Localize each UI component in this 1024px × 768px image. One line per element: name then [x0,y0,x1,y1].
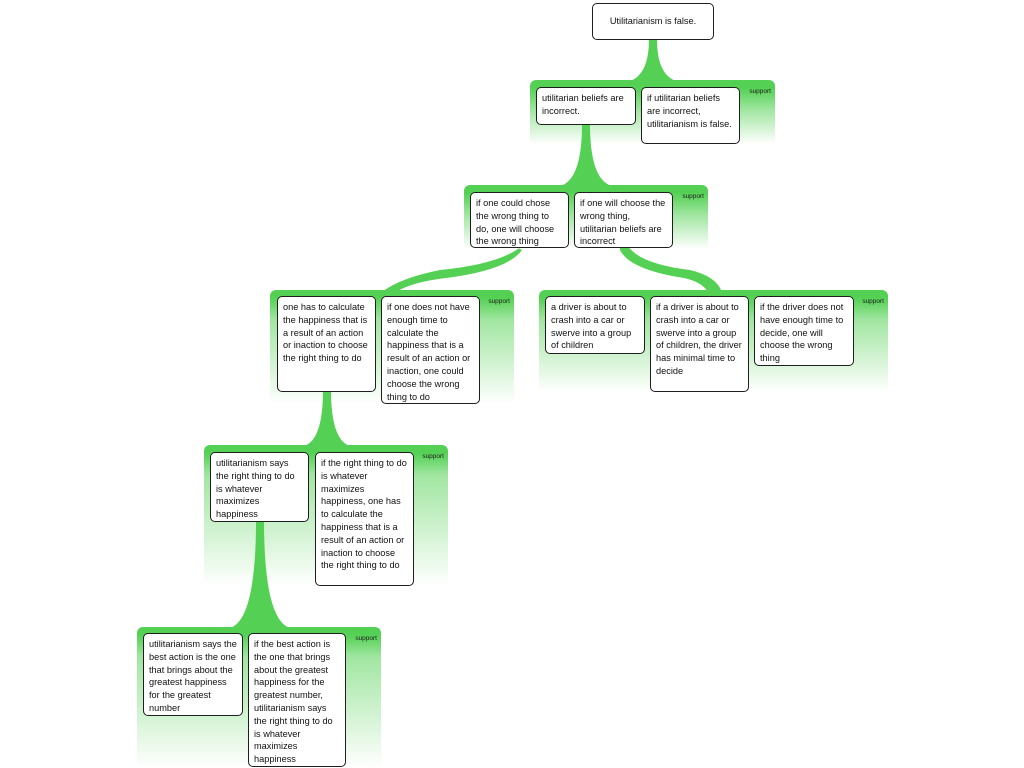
support-label: support [862,298,884,305]
support-label: support [682,193,704,200]
support-label: support [355,635,377,642]
claim-not-enough-time-to-calculate[interactable]: if one does not have enough time to calc… [381,296,480,404]
connector-group-2-to-group-3 [382,246,522,292]
claim-if-beliefs-incorrect-then-false[interactable]: if utilitarian beliefs are incorrect, ut… [641,87,740,144]
connector-group-1-to-group-2 [560,124,612,186]
claim-utilitarian-beliefs-incorrect[interactable]: utilitarian beliefs are incorrect. [536,87,636,125]
connector-group-2-to-group-4 [620,246,722,292]
claim-has-to-calculate-happiness[interactable]: one has to calculate the happiness that … [277,296,376,392]
claim-if-maximizes-then-calculate[interactable]: if the right thing to do is whatever max… [315,452,414,586]
claim-driver-has-minimal-time[interactable]: if a driver is about to crash into a car… [650,296,749,392]
claim-driver-not-enough-time[interactable]: if the driver does not have enough time … [754,296,854,366]
claim-could-choose-wrong-thing[interactable]: if one could chose the wrong thing to do… [470,192,569,248]
claim-if-choose-wrong-beliefs-incorrect[interactable]: if one will choose the wrong thing, util… [574,192,673,248]
root-claim[interactable]: Utilitarianism is false. [592,3,714,40]
claim-best-action-greatest-happiness[interactable]: utilitarianism says the best action is t… [143,633,243,716]
support-label: support [488,298,510,305]
support-label: support [422,453,444,460]
connector-root-to-group-1 [626,39,680,82]
support-label: support [749,88,771,95]
claim-if-best-action-then-maximizes[interactable]: if the best action is the one that bring… [248,633,346,767]
connector-group-3-to-group-5 [304,390,350,446]
claim-driver-about-to-crash[interactable]: a driver is about to crash into a car or… [545,296,645,354]
claim-right-thing-maximizes-happiness[interactable]: utilitarianism says the right thing to d… [210,452,309,522]
